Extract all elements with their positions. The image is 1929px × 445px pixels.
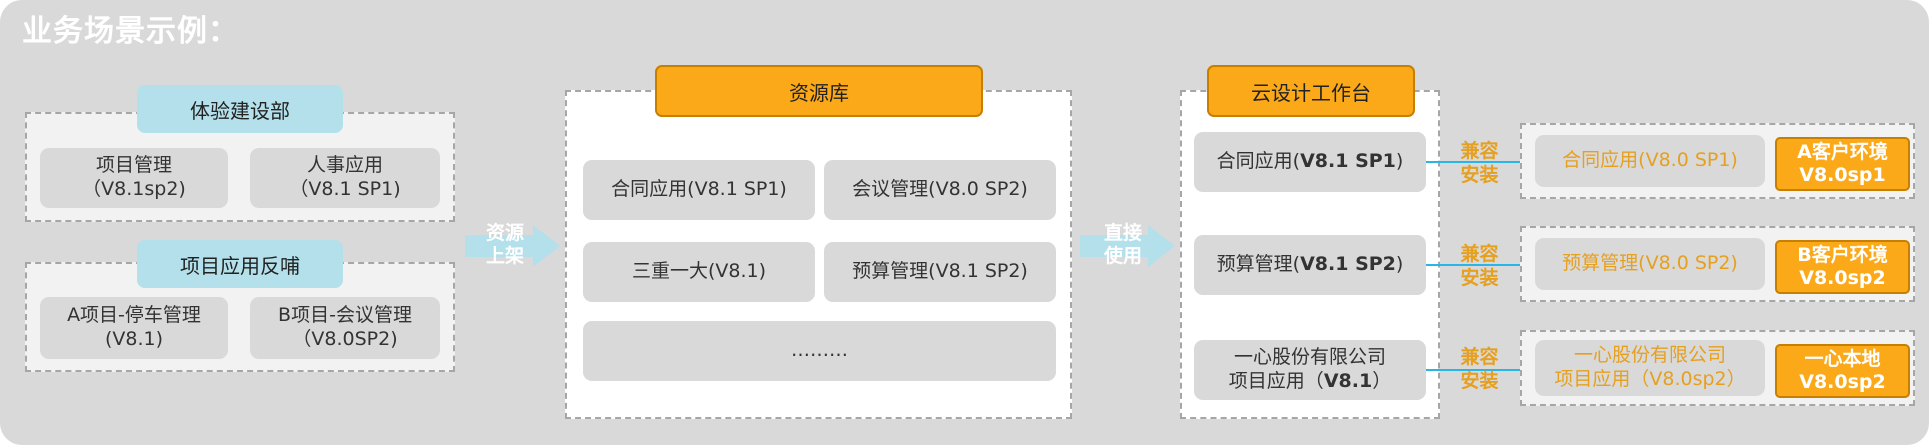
label-line: 安装	[1460, 163, 1499, 186]
card-meeting-management: B项目-会议管理 （V8.0SP2)	[250, 297, 440, 359]
tag-project-feedback: 项目应用反哺	[137, 240, 343, 288]
tag-experience-dept: 体验建设部	[137, 85, 343, 133]
resource-three-major: 三重一大(V8.1)	[583, 242, 815, 302]
label-line: 直接	[1103, 222, 1142, 244]
app-name: 项目应用（	[1228, 370, 1324, 392]
deploy-line: 一心股份有限公司	[1573, 344, 1726, 367]
env-version: V8.0sp2	[1799, 371, 1886, 393]
workbench-budget-management: 预算管理(V8.1 SP2)	[1194, 235, 1426, 295]
compat-label-row3: 兼容 安装	[1452, 346, 1507, 394]
card-line: A项目-停车管理	[67, 304, 201, 327]
deploy-project-app: 一心股份有限公司 项目应用（V8.0sp2）	[1535, 340, 1765, 396]
card-line: （V8.1sp2)	[82, 178, 186, 200]
env-version: V8.0sp2	[1799, 267, 1886, 289]
workbench-project-app: 一心股份有限公司 项目应用（V8.1）	[1194, 340, 1426, 400]
resource-budget-management: 预算管理(V8.1 SP2)	[824, 242, 1056, 302]
app-name: 合同应用(	[1216, 150, 1301, 173]
card-project-management: 项目管理 （V8.1sp2)	[40, 148, 228, 208]
app-version: V8.1 SP1	[1300, 150, 1396, 173]
resource-more: ………	[583, 321, 1056, 381]
app-paren: )	[1395, 253, 1404, 276]
app-paren: ）	[1372, 370, 1392, 392]
card-parking-management: A项目-停车管理 (V8.1)	[40, 297, 228, 359]
deploy-budget-management: 预算管理(V8.0 SP2)	[1535, 238, 1765, 290]
card-line: B项目-会议管理	[278, 304, 412, 327]
env-local: 一心本地 V8.0sp2	[1775, 344, 1910, 398]
arrow-publish-label: 资源 上架	[475, 222, 535, 268]
env-name: B客户环境	[1797, 244, 1888, 267]
app-version: V8.1	[1323, 370, 1373, 392]
resource-contract-app: 合同应用(V8.1 SP1)	[583, 160, 815, 220]
resource-meeting-management: 会议管理(V8.0 SP2)	[824, 160, 1056, 220]
label-line: 安装	[1460, 266, 1499, 289]
app-name: 预算管理(	[1216, 253, 1301, 276]
app-paren: )	[1395, 150, 1404, 173]
card-line: (V8.1)	[104, 328, 164, 350]
compat-label-row1: 兼容 安装	[1452, 140, 1507, 188]
deploy-line: 项目应用（V8.0sp2）	[1554, 368, 1746, 390]
label-line: 上架	[485, 244, 524, 267]
page-title: 业务场景示例：	[22, 14, 239, 49]
tag-resource-library: 资源库	[655, 65, 983, 117]
env-name: A客户环境	[1797, 141, 1888, 164]
compat-label-row2: 兼容 安装	[1452, 243, 1507, 291]
app-company: 一心股份有限公司	[1233, 346, 1386, 369]
tag-workbench: 云设计工作台	[1207, 65, 1415, 117]
deploy-contract-app: 合同应用(V8.0 SP1)	[1535, 135, 1765, 187]
label-line: 兼容	[1460, 140, 1499, 162]
env-customer-b: B客户环境 V8.0sp2	[1775, 240, 1910, 294]
label-line: 资源	[485, 222, 524, 244]
arrow-use	[1080, 225, 1175, 267]
env-customer-a: A客户环境 V8.0sp1	[1775, 137, 1910, 191]
label-line: 使用	[1103, 244, 1142, 267]
card-hr-app: 人事应用 （V8.1 SP1)	[250, 148, 440, 208]
env-name: 一心本地	[1804, 348, 1881, 371]
label-line: 安装	[1460, 369, 1499, 392]
card-line: （V8.0SP2)	[292, 328, 398, 350]
arrow-use-label: 直接 使用	[1093, 222, 1153, 268]
card-line: （V8.1 SP1)	[289, 178, 401, 200]
label-line: 兼容	[1460, 243, 1499, 265]
label-line: 兼容	[1460, 346, 1499, 368]
arrow-publish	[465, 225, 560, 267]
env-version: V8.0sp1	[1799, 164, 1886, 186]
card-line: 人事应用	[306, 154, 383, 177]
app-version: V8.1 SP2	[1300, 253, 1396, 276]
app-name-line: 项目应用（V8.1）	[1229, 370, 1391, 394]
workbench-contract-app: 合同应用(V8.1 SP1)	[1194, 132, 1426, 192]
card-line: 项目管理	[95, 154, 172, 177]
